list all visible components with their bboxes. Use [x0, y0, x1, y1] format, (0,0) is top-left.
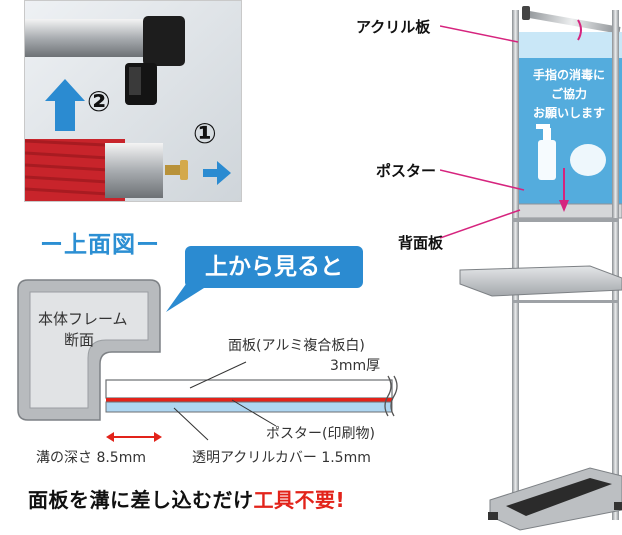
screw	[165, 165, 181, 175]
acrylic-plate-label: アクリル板	[356, 18, 431, 36]
acrylic-cover	[105, 401, 393, 413]
shelf-tray	[459, 265, 622, 297]
back-panel-pointer	[440, 209, 521, 239]
assembly-photo-illustration	[25, 1, 241, 201]
acrylic-sheet	[516, 32, 622, 58]
statement-main: 面板を溝に差し込むだけ	[28, 488, 254, 512]
poster-print-label: ポスター(印刷物)	[266, 426, 375, 442]
callout-tail	[166, 284, 204, 312]
poster-text-line2: ご協力	[550, 87, 587, 101]
panel-label-line1: 面板(アルミ複合板白)	[228, 338, 365, 354]
poster-leader	[231, 399, 277, 427]
acrylic-pointer	[440, 25, 519, 43]
statement-highlight: 工具不要!	[253, 488, 346, 512]
step-2-number: ②	[87, 85, 111, 118]
poster-message: 手指の消毒に ご協力 お願いします	[516, 66, 622, 123]
cross-section-diagram	[17, 279, 398, 442]
back-panel-label: 背面板	[398, 234, 444, 252]
frame-label-line2: 断面	[64, 331, 95, 349]
poster-layer	[106, 398, 392, 402]
groove-depth-label: 溝の深さ 8.5mm	[36, 450, 146, 466]
panel-label-line2: 3mm厚	[330, 358, 381, 374]
assembly-photo: ② ①	[24, 0, 242, 202]
right-arrow-icon	[203, 161, 231, 185]
right-pole	[612, 10, 619, 520]
left-pole	[512, 10, 519, 520]
poster-label: ポスター	[376, 162, 437, 180]
stand-illustration	[440, 6, 622, 531]
sanitizer-bottle-icon	[538, 140, 556, 180]
panel-leader	[189, 361, 247, 389]
step-1-number: ①	[193, 117, 217, 150]
base-mat	[506, 478, 612, 516]
face-panel	[105, 379, 393, 399]
acrylic-cover-label: 透明アクリルカバー 1.5mm	[192, 450, 371, 466]
stand-poster	[516, 58, 622, 204]
lower-frame	[105, 143, 163, 198]
top-view-title: ー上面図ー	[40, 232, 160, 258]
hands-icon	[570, 144, 606, 176]
back-panel	[515, 203, 622, 219]
end-cap	[143, 16, 185, 66]
stand-top-bar	[522, 10, 621, 34]
view-from-above-callout: 上から見ると	[185, 246, 363, 288]
break-mark	[384, 375, 392, 417]
acrylic-arrow	[577, 19, 582, 41]
no-tools-statement: 面板を溝に差し込むだけ工具不要!	[28, 484, 345, 513]
acrylic-leader	[173, 407, 209, 441]
up-arrow-icon	[45, 79, 85, 131]
poster-text-line1: 手指の消毒に	[532, 68, 605, 82]
frame-label-line1: 本体フレーム	[38, 310, 128, 328]
poster-text-line3: お願いします	[532, 106, 605, 120]
frame-inner	[29, 291, 149, 409]
poster-pointer	[440, 169, 525, 191]
